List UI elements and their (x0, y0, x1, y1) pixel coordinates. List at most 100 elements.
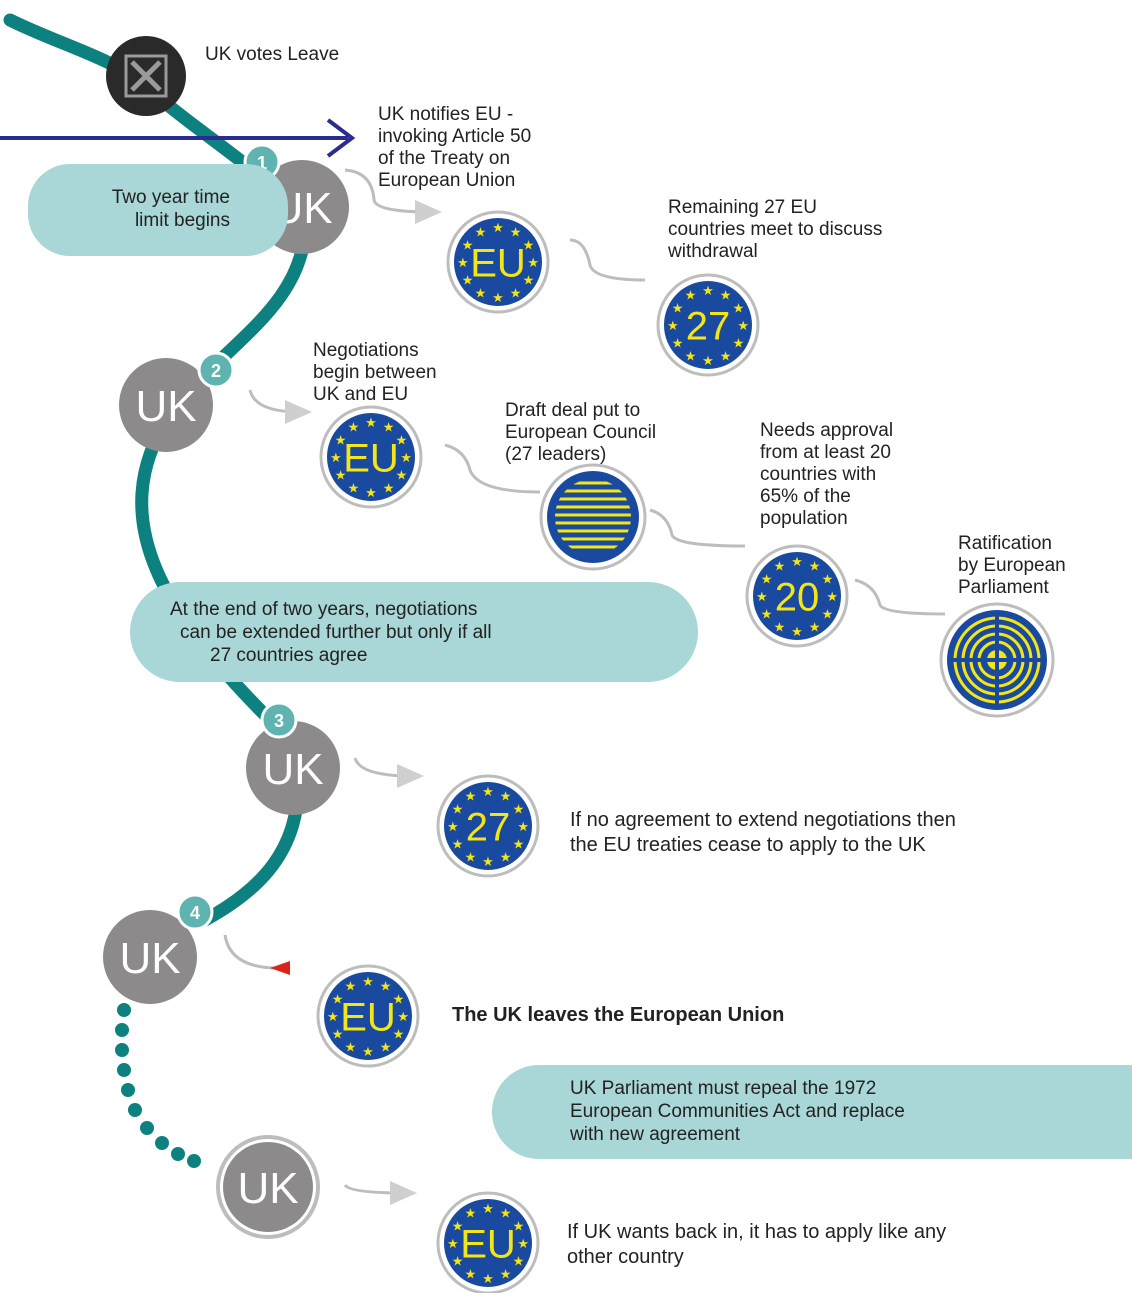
star-icon: ★ (667, 319, 679, 334)
star-icon: ★ (672, 301, 684, 316)
step-badge (260, 701, 298, 739)
star-icon: ★ (393, 1028, 405, 1043)
star-icon: ★ (475, 226, 487, 241)
star-icon: ★ (809, 620, 821, 635)
step-number: 4 (190, 903, 200, 923)
two-year-callout (28, 164, 288, 256)
star-icon: ★ (335, 433, 347, 448)
vote-label: UK votes Leave (205, 44, 340, 65)
step-badge (176, 893, 214, 931)
star-icon: ★ (513, 802, 525, 817)
star-icon: ★ (685, 289, 697, 304)
uk-label: UK (119, 934, 180, 983)
flag-label: EU (343, 436, 399, 480)
star-icon: ★ (365, 416, 377, 431)
eu-node-negotiations: ★★★★★★★★★★★★EU (327, 413, 415, 501)
back-in-label: If UK wants back in, it has to apply lik… (567, 1221, 947, 1268)
eu-node-notify: ★★★★★★★★★★★★EU (454, 218, 542, 306)
star-icon: ★ (791, 555, 803, 570)
star-icon: ★ (447, 1237, 459, 1252)
flag-label: 20 (775, 575, 820, 619)
star-icon: ★ (465, 790, 477, 805)
star-icon: ★ (452, 838, 464, 853)
star-icon: ★ (809, 560, 821, 575)
star-icon: ★ (791, 625, 803, 640)
star-icon: ★ (457, 256, 469, 271)
star-icon: ★ (685, 349, 697, 364)
star-icon: ★ (447, 820, 459, 835)
star-icon: ★ (822, 572, 834, 587)
star-icon: ★ (362, 975, 374, 990)
step-number: 1 (257, 153, 267, 173)
star-icon: ★ (462, 238, 474, 253)
star-icon: ★ (332, 1028, 344, 1043)
flag-label: EU (470, 241, 526, 285)
extend-label: At the end of two years, negotiations ca… (170, 599, 492, 666)
star-icon: ★ (452, 1219, 464, 1234)
star-icon: ★ (348, 481, 360, 496)
star-icon: ★ (737, 319, 749, 334)
step-badge (197, 351, 235, 389)
uk-label: UK (237, 1164, 298, 1213)
star-icon: ★ (500, 850, 512, 865)
eu27-node-cease: ★★★★★★★★★★★★27 (444, 782, 532, 870)
star-icon: ★ (465, 1267, 477, 1282)
uk-node-3: UK 3 (246, 701, 340, 815)
uk-label: UK (135, 382, 196, 431)
star-icon: ★ (348, 421, 360, 436)
star-icon: ★ (513, 1219, 525, 1234)
star-icon: ★ (335, 469, 347, 484)
star-icon: ★ (452, 1255, 464, 1270)
star-icon: ★ (396, 469, 408, 484)
star-icon: ★ (500, 1207, 512, 1222)
star-icon: ★ (396, 433, 408, 448)
star-icon: ★ (500, 1267, 512, 1282)
star-icon: ★ (345, 1040, 357, 1055)
star-icon: ★ (523, 238, 535, 253)
flag-label: EU (460, 1222, 516, 1266)
star-icon: ★ (332, 992, 344, 1007)
eu20-node-approval: ★★★★★★★★★★★★20 (753, 552, 841, 640)
star-icon: ★ (761, 608, 773, 623)
star-icon: ★ (492, 291, 504, 306)
star-icon: ★ (517, 820, 529, 835)
star-icon: ★ (383, 421, 395, 436)
eu-node-reapply: ★★★★★★★★★★★★EU (444, 1199, 532, 1287)
european-council-icon (547, 471, 639, 563)
star-icon: ★ (397, 1010, 409, 1025)
star-icon: ★ (380, 1040, 392, 1055)
ballot-x-icon (106, 36, 186, 116)
flag-label: 27 (466, 805, 511, 849)
star-icon: ★ (482, 1202, 494, 1217)
star-icon: ★ (475, 286, 487, 301)
star-icon: ★ (482, 855, 494, 870)
star-icon: ★ (393, 992, 405, 1007)
star-icon: ★ (513, 1255, 525, 1270)
star-icon: ★ (383, 481, 395, 496)
star-icon: ★ (527, 256, 539, 271)
flag-label: EU (340, 995, 396, 1039)
star-icon: ★ (826, 590, 838, 605)
flag-label: 27 (686, 304, 731, 348)
star-icon: ★ (492, 221, 504, 236)
repeal-callout (492, 1065, 1132, 1159)
european-parliament-icon (947, 610, 1047, 710)
uk-label: UK (262, 745, 323, 794)
leaves-label: The UK leaves the European Union (452, 1004, 785, 1026)
step-number: 2 (211, 361, 221, 381)
dotted-path (115, 1003, 201, 1168)
star-icon: ★ (672, 337, 684, 352)
star-icon: ★ (510, 286, 522, 301)
uk-node-2: UK 2 (119, 351, 235, 452)
uk-node-4: UK 4 (103, 893, 214, 1004)
star-icon: ★ (733, 337, 745, 352)
star-icon: ★ (345, 980, 357, 995)
no-agreement-label: If no agreement to extend negotiations t… (570, 809, 956, 856)
star-icon: ★ (510, 226, 522, 241)
star-icon: ★ (720, 289, 732, 304)
